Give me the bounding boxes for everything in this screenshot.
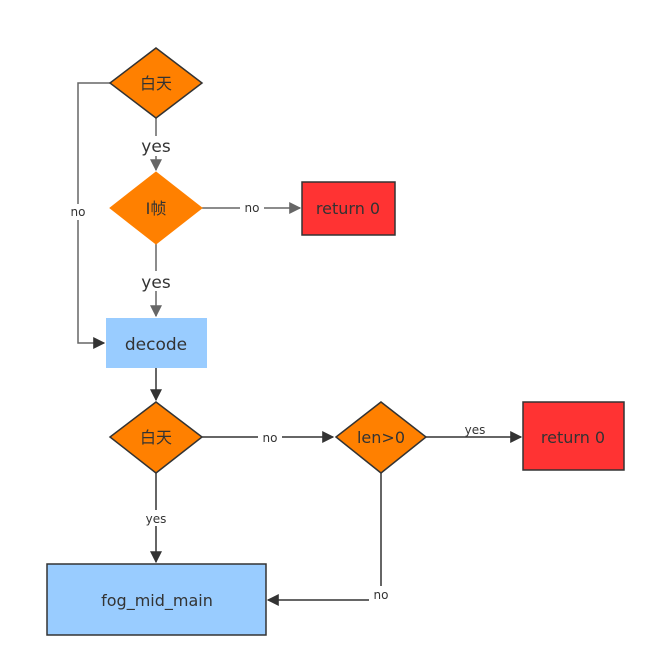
decision-daytime-2 <box>108 401 204 474</box>
process-fog-mid-main <box>46 563 267 636</box>
edge-label-d2-decode: yes <box>141 273 171 293</box>
decision-daytime-1 <box>108 47 204 119</box>
edge-d4-to-fog <box>266 473 382 606</box>
terminal-return-2-label: return 0 <box>541 428 605 447</box>
decision-iframe <box>109 171 203 245</box>
process-decode-label: decode <box>125 335 187 355</box>
terminal-return-2 <box>522 401 625 471</box>
decision-length-label: len>0 <box>357 428 405 447</box>
edge-label-bg <box>369 586 393 602</box>
edge-label-d4-fog: no <box>374 588 389 602</box>
process-fog-mid-main-label: fog_mid_main <box>101 591 213 611</box>
edge-label-bg <box>142 510 170 526</box>
decision-length <box>334 401 428 474</box>
edge-label-bg <box>141 271 171 291</box>
edge-label-d1-d2: yes <box>141 137 171 157</box>
edge-label-bg <box>141 136 171 156</box>
decision-daytime-1-label: 白天 <box>140 74 172 93</box>
decision-daytime-2-label: 白天 <box>140 428 172 447</box>
edge-label-bg <box>240 200 264 216</box>
edge-label-d2-r1: no <box>245 201 260 215</box>
edge-label-bg <box>66 204 90 220</box>
process-decode <box>106 318 207 368</box>
edge-label-d4-r2: yes <box>465 423 486 437</box>
edge-label-d3-d4: no <box>263 431 278 445</box>
decision-iframe-label: I帧 <box>146 199 167 218</box>
edge-label-bg <box>258 429 282 445</box>
terminal-return-1-label: return 0 <box>316 199 380 218</box>
edge-label-d3-fog: yes <box>146 512 167 526</box>
edge-label-d1-decode: no <box>71 205 86 219</box>
terminal-return-1 <box>301 181 396 236</box>
